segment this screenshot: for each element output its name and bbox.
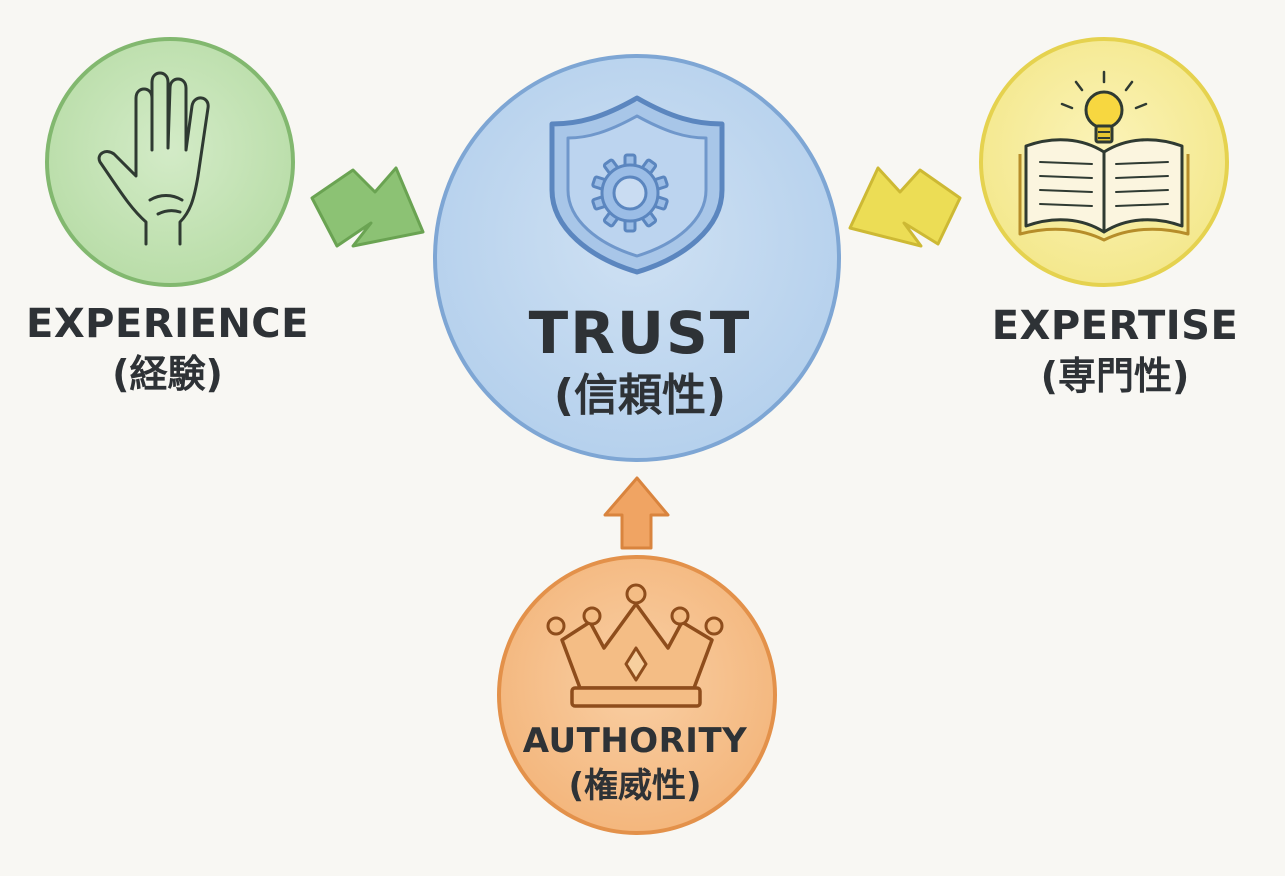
authority-label: AUTHORITY (権威性) (490, 718, 780, 808)
experience-subtitle: (経験) (112, 352, 223, 396)
trust-label: TRUST (信頼性) (440, 298, 840, 424)
hand-icon (97, 71, 210, 246)
shield-gear-icon (549, 95, 725, 275)
experience-label: EXPERIENCE (経験) (0, 298, 335, 398)
experience-circle (45, 37, 295, 287)
arrow-expertise-to-trust (848, 166, 962, 248)
crown-icon (546, 583, 724, 708)
trust-title: TRUST (528, 299, 752, 367)
arrow-authority-to-trust (603, 476, 670, 550)
expertise-subtitle: (専門性) (1040, 354, 1190, 398)
expertise-title: EXPERTISE (991, 303, 1239, 349)
trust-subtitle: (信頼性) (553, 370, 727, 421)
authority-title: AUTHORITY (522, 721, 748, 761)
authority-subtitle: (権威性) (568, 766, 702, 806)
experience-title: EXPERIENCE (26, 301, 309, 347)
expertise-label: EXPERTISE (専門性) (960, 300, 1270, 400)
book-lightbulb-icon (1018, 70, 1190, 242)
arrow-experience-to-trust (310, 166, 425, 248)
